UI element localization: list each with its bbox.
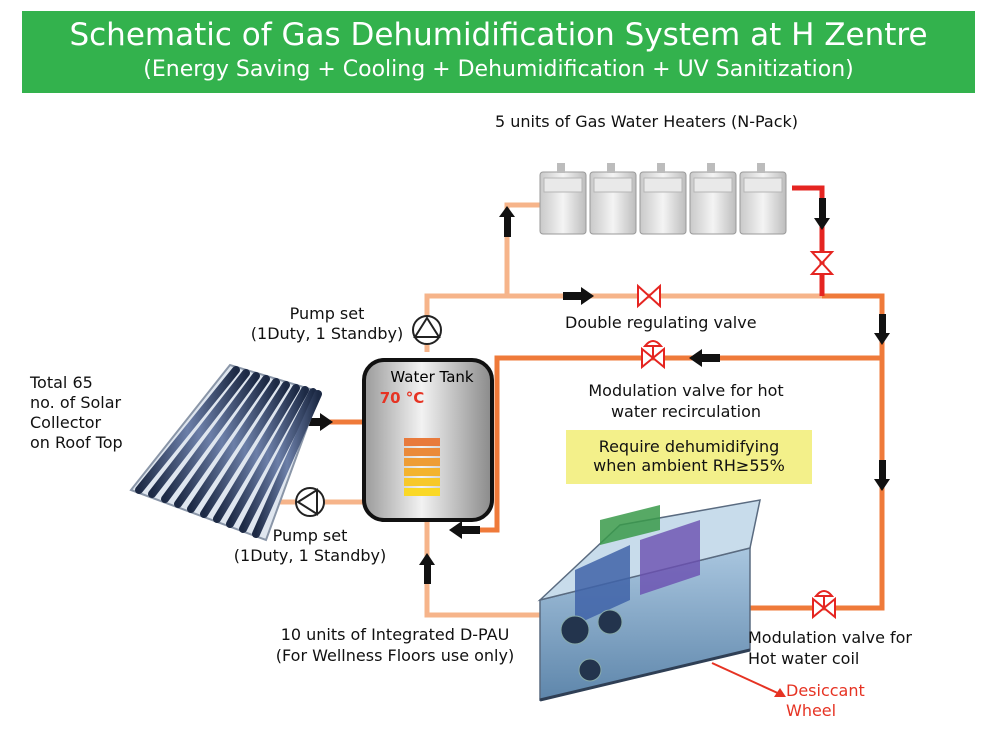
tank-temperature: 70 °C [379, 389, 425, 407]
double-regulating-valve-symbol [637, 283, 661, 309]
water-tank [362, 358, 494, 522]
desiccant-label-1: Desiccant [786, 681, 865, 700]
mod-valve-coil-label-2: Hot water coil [748, 649, 860, 668]
heater-unit [739, 163, 787, 235]
note-line-2: when ambient RH≥55% [593, 456, 785, 475]
heater-unit [539, 163, 587, 235]
note-line-1: Require dehumidifying [598, 437, 780, 456]
mod-valve-recirc-label-2: water recirculation [610, 402, 762, 421]
double-valve-label: Double regulating valve [565, 313, 757, 332]
pipe-dpau-return [424, 520, 540, 618]
modulation-valve-coil-symbol [812, 590, 836, 620]
desiccant-label-2: Wheel [786, 701, 837, 720]
heaters-label: 5 units of Gas Water Heaters (N-Pack) [495, 112, 799, 131]
flow-arrows [302, 198, 890, 584]
arrow-right-solar [302, 413, 333, 431]
dpau-label-1: 10 units of Integrated D-PAU [280, 625, 510, 644]
title-banner: Schematic of Gas Dehumidification System… [22, 11, 975, 93]
solar-collector [129, 363, 322, 542]
page-title: Schematic of Gas Dehumidification System… [69, 17, 928, 53]
page-subtitle: (Energy Saving + Cooling + Dehumidificat… [143, 57, 854, 82]
pump-bottom-label-2: (1Duty, 1 Standby) [233, 546, 387, 565]
solar-label-3: Collector [30, 413, 102, 432]
fan-icon [560, 609, 623, 682]
arrow-down-right-2 [874, 460, 890, 491]
solar-label-4: on Roof Top [30, 433, 123, 452]
arrow-down-heater-out [814, 198, 830, 230]
solar-tubes [135, 366, 322, 538]
desiccant-pointer [711, 662, 786, 697]
modulation-valve-recirc-symbol [641, 340, 665, 370]
pipe-heater-out [792, 185, 825, 296]
solar-label-2: no. of Solar [30, 393, 122, 412]
heater-unit [589, 163, 637, 235]
arrow-down-right-1 [874, 314, 890, 345]
pump-top-symbol [412, 315, 442, 345]
mod-valve-recirc-label-1: Modulation valve for hot [588, 381, 784, 400]
heat-exchanger-coil [404, 438, 440, 496]
pipe-heater-feed [504, 202, 540, 296]
valve-heater-outlet [809, 251, 835, 275]
tank-label: Water Tank [390, 368, 474, 386]
dpau-unit [537, 499, 761, 702]
arrow-left-recirc [689, 349, 720, 367]
gas-water-heaters [539, 163, 787, 235]
arrow-left-tank-in [449, 521, 480, 539]
arrow-up-heater-feed [499, 206, 515, 237]
arrow-right-top [563, 287, 594, 305]
mod-valve-coil-label-1: Modulation valve for [748, 628, 912, 647]
pump-bottom-symbol [295, 487, 325, 517]
dehumidify-note: Require dehumidifying when ambient RH≥55… [566, 430, 812, 484]
pump-top-label-1: Pump set [289, 304, 365, 323]
solar-label-1: Total 65 [30, 373, 93, 392]
desiccant-label: Desiccant Wheel [786, 681, 865, 721]
dpau-label-2: (For Wellness Floors use only) [275, 646, 515, 665]
pump-top-label-2: (1Duty, 1 Standby) [250, 324, 404, 343]
heater-unit [639, 163, 687, 235]
pump-bottom-label-1: Pump set [272, 526, 348, 545]
arrow-up-dpau-return [419, 553, 435, 584]
heater-unit [689, 163, 737, 235]
